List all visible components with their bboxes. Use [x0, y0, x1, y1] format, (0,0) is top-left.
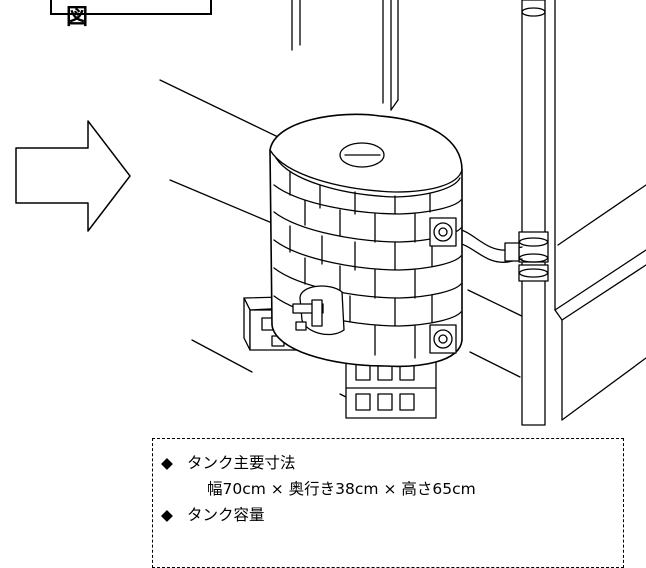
rain-tank	[269, 113, 463, 368]
building-corner	[554, 0, 646, 421]
spec-capacity-label: タンク容量	[187, 506, 265, 524]
diamond-bullet-icon: ◆	[161, 506, 173, 524]
arrow-shape	[15, 120, 131, 232]
title-label: 完 成 図	[50, 0, 212, 30]
spec-dimensions-detail: 幅70cm × 奥行き38cm × 高さ65cm	[207, 480, 476, 498]
spec-box: ◆ タンク主要寸法 幅70cm × 奥行き38cm × 高さ65cm ◆ タンク容量	[152, 438, 624, 568]
window-frame	[291, 0, 399, 111]
downspout-pipe	[518, 0, 549, 426]
spec-dimensions-heading: ◆ タンク主要寸法	[161, 451, 296, 473]
spec-dimensions-label: タンク主要寸法	[187, 454, 296, 472]
connection-hose	[454, 227, 523, 263]
diamond-bullet-icon: ◆	[161, 454, 173, 472]
spec-capacity-heading: ◆ タンク容量	[161, 503, 265, 525]
